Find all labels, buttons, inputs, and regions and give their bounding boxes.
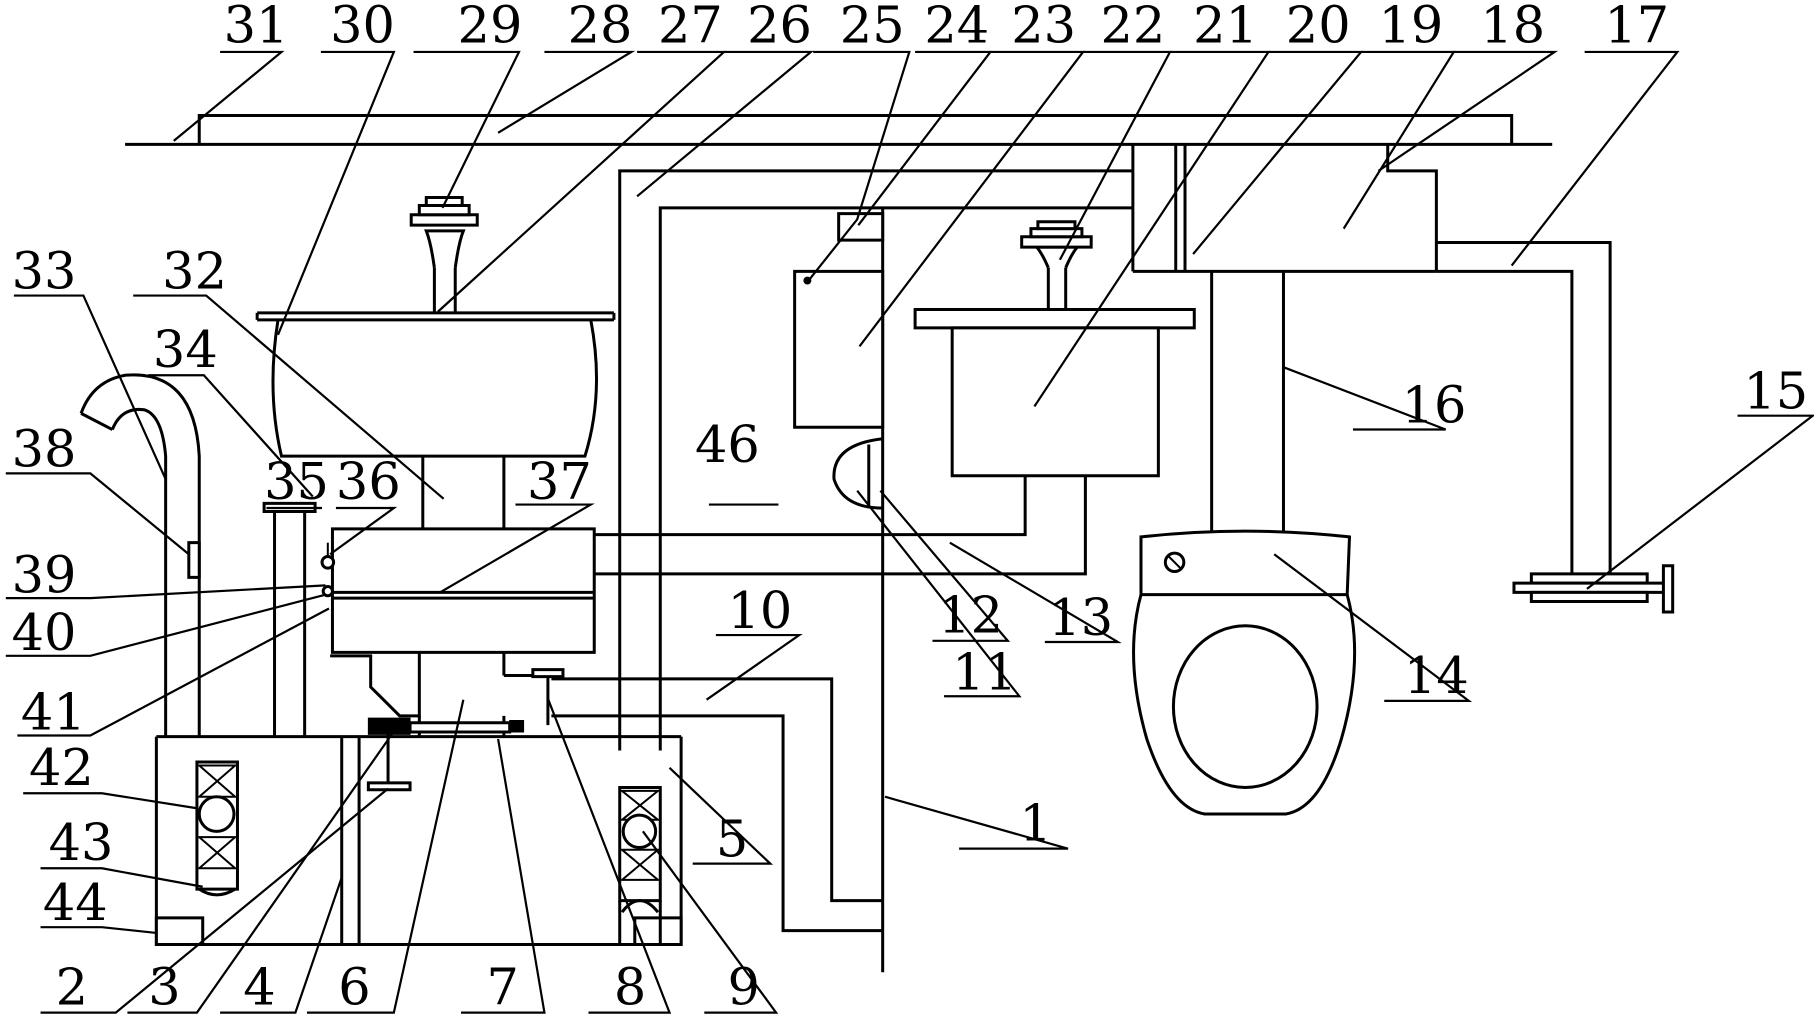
pipe-26 [620, 144, 1133, 750]
label-40: 40 [12, 603, 77, 662]
label-12: 12 [938, 586, 1003, 645]
ceiling-rail [125, 115, 1552, 144]
label-18: 18 [1480, 0, 1545, 55]
label-25: 25 [840, 0, 905, 55]
label-1: 1 [1019, 794, 1051, 853]
label-8: 8 [614, 958, 646, 1017]
sensor-38 [189, 543, 199, 578]
label-24: 24 [924, 0, 989, 55]
label-41: 41 [21, 683, 86, 742]
label-5: 5 [716, 810, 748, 869]
label-23: 23 [1011, 0, 1076, 55]
lamp-11 [834, 439, 883, 508]
label-37: 37 [527, 452, 592, 511]
label-14: 14 [1404, 646, 1469, 705]
label-16: 16 [1402, 376, 1467, 435]
label-13: 13 [1048, 588, 1113, 647]
label-2: 2 [56, 958, 88, 1017]
label-17: 17 [1604, 0, 1669, 55]
label-36: 36 [336, 452, 401, 511]
valve-42 [197, 762, 238, 895]
label-42: 42 [29, 738, 94, 797]
label-43: 43 [49, 813, 114, 872]
label-3: 3 [148, 958, 180, 1017]
part-labels: 31 30 29 28 27 26 25 24 23 22 21 20 19 1… [12, 0, 1809, 1017]
label-7: 7 [487, 958, 519, 1017]
pipe-10 [551, 679, 882, 931]
label-30: 30 [330, 0, 395, 55]
valve-9 [620, 787, 661, 944]
leader-lines [6, 52, 1813, 1013]
label-44: 44 [43, 873, 108, 932]
label-35: 35 [264, 452, 329, 511]
label-34: 34 [153, 320, 218, 379]
curved-pipe-33 [81, 375, 199, 737]
label-32: 32 [162, 242, 227, 301]
label-46: 46 [695, 415, 760, 474]
label-22: 22 [1100, 0, 1165, 55]
label-27: 27 [658, 0, 723, 55]
label-26: 26 [747, 0, 812, 55]
motor-29 [411, 197, 477, 312]
support-columns [423, 456, 504, 529]
label-20: 20 [1286, 0, 1351, 55]
valve-36 [322, 543, 334, 596]
label-29: 29 [458, 0, 523, 55]
label-21: 21 [1193, 0, 1258, 55]
toilet-14 [1134, 531, 1355, 814]
label-10: 10 [727, 581, 792, 640]
control-box-25 [795, 271, 883, 427]
label-31: 31 [224, 0, 289, 55]
motor-22 [1022, 222, 1092, 310]
label-4: 4 [243, 958, 275, 1017]
pipe-13 [594, 473, 1085, 573]
right-tank-20 [915, 309, 1194, 475]
label-28: 28 [568, 0, 633, 55]
label-33: 33 [12, 242, 77, 301]
label-38: 38 [12, 420, 77, 479]
label-6: 6 [338, 958, 370, 1017]
handle-15 [1514, 566, 1673, 612]
pump-assembly [330, 652, 563, 789]
label-11: 11 [952, 642, 1017, 701]
mixing-box [332, 529, 594, 653]
sensor-24 [839, 214, 883, 241]
label-19: 19 [1378, 0, 1443, 55]
label-9: 9 [727, 958, 759, 1017]
label-39: 39 [12, 545, 77, 604]
label-15: 15 [1743, 362, 1808, 421]
right-support [1133, 144, 1610, 574]
